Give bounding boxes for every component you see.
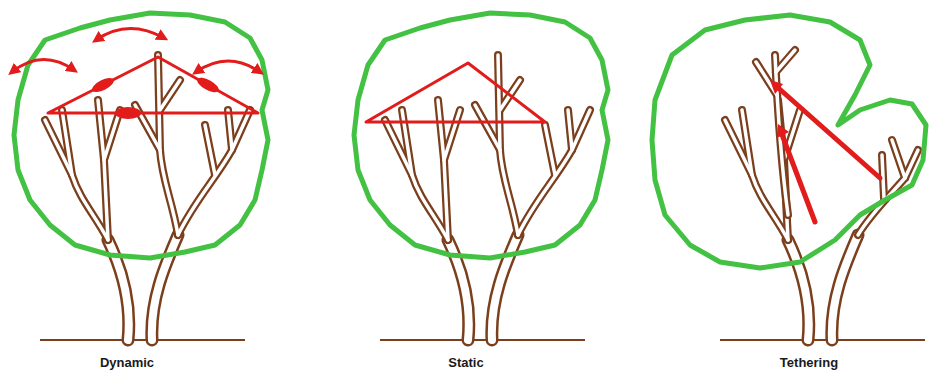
tree-caption: Tethering bbox=[780, 355, 838, 371]
sway-arrow bbox=[196, 61, 260, 72]
tree-tethering bbox=[652, 15, 926, 340]
shock-absorber bbox=[115, 107, 141, 119]
branches-inner bbox=[45, 100, 120, 240]
branches bbox=[725, 100, 800, 240]
sway-arrow bbox=[96, 28, 164, 40]
trunk bbox=[108, 235, 178, 340]
shock-absorber bbox=[90, 75, 116, 95]
tree-dynamic bbox=[12, 13, 268, 340]
trunk-inner bbox=[788, 235, 858, 340]
branches bbox=[135, 55, 250, 235]
trunk-inner bbox=[448, 235, 518, 340]
branches bbox=[756, 50, 918, 235]
trunk-inner bbox=[108, 235, 178, 340]
sway-arrow bbox=[12, 59, 74, 72]
canopy-outline bbox=[14, 13, 268, 258]
branches-inner bbox=[135, 55, 250, 235]
tree-static bbox=[354, 13, 608, 340]
branches-inner bbox=[725, 100, 800, 240]
canopy-outline bbox=[354, 13, 608, 258]
shock-absorber bbox=[195, 75, 221, 95]
canopy-outline bbox=[652, 15, 926, 268]
tether-cable bbox=[781, 132, 815, 222]
ground-line bbox=[40, 339, 245, 341]
branches bbox=[45, 100, 120, 240]
cable-anchor bbox=[770, 80, 783, 94]
trunk bbox=[788, 235, 858, 340]
cable-anchor bbox=[777, 124, 789, 138]
branches-inner bbox=[756, 50, 918, 235]
ground-line bbox=[380, 339, 585, 341]
cable-triangle bbox=[366, 63, 545, 122]
tree-caption: Dynamic bbox=[100, 355, 154, 371]
tree-caption: Static bbox=[448, 355, 483, 371]
ground-line bbox=[720, 339, 925, 341]
cable-triangle bbox=[48, 57, 258, 113]
trunk bbox=[448, 235, 518, 340]
